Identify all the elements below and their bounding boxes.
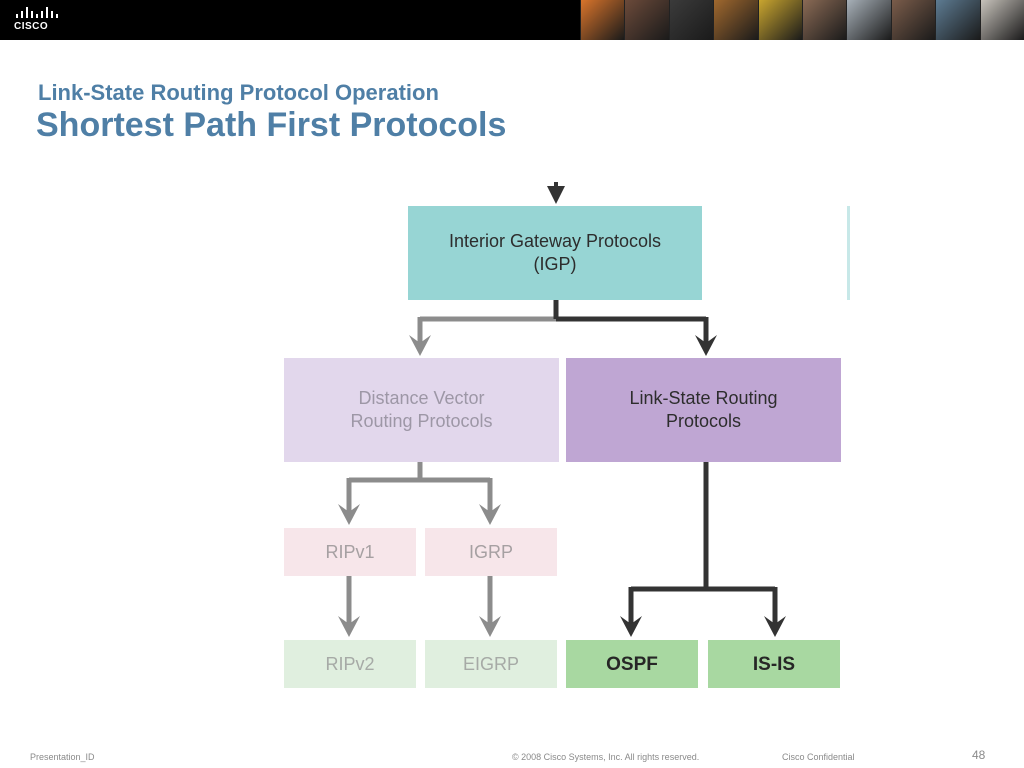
igp-edge-decoration <box>847 206 850 300</box>
logo-text: CISCO <box>14 21 49 32</box>
header-photo <box>802 0 847 40</box>
igp-connector <box>409 300 717 356</box>
igrp-arrow <box>479 576 501 637</box>
top-arrow <box>547 182 565 204</box>
distance-vector-box: Distance Vector Routing Protocols <box>284 358 559 462</box>
photo-strip <box>580 0 1024 40</box>
dv-line2: Routing Protocols <box>350 411 493 431</box>
header-photo <box>979 0 1024 40</box>
igp-line1: Interior Gateway Protocols <box>448 231 662 251</box>
ospf-box: OSPF <box>566 640 698 688</box>
ls-line2: Protocols <box>665 411 742 431</box>
eigrp-box: EIGRP <box>425 640 557 688</box>
header-photo <box>668 0 714 40</box>
header-photo <box>890 0 936 40</box>
slide-title: Shortest Path First Protocols <box>36 106 507 144</box>
slide-subtitle: Link-State Routing Protocol Operation <box>38 80 439 105</box>
igp-line2: (IGP) <box>533 254 577 274</box>
page-number: 48 <box>972 748 986 762</box>
footer-confidential: Cisco Confidential <box>782 752 855 762</box>
ripv1-box: RIPv1 <box>284 528 416 576</box>
igp-box: Interior Gateway Protocols (IGP) <box>408 206 702 300</box>
header-photo <box>713 0 758 40</box>
footer-presentation-id: Presentation_ID <box>30 752 95 762</box>
header-photo <box>846 0 891 40</box>
footer-copyright: © 2008 Cisco Systems, Inc. All rights re… <box>512 752 700 762</box>
ls-line1: Link-State Routing <box>629 388 778 408</box>
header-photo <box>580 0 625 40</box>
cisco-bars-icon <box>14 6 58 18</box>
isis-box: IS-IS <box>708 640 840 688</box>
ripv2-box: RIPv2 <box>284 640 416 688</box>
header-photo <box>757 0 803 40</box>
rip-arrow <box>338 576 360 637</box>
header-banner: CISCO <box>0 0 1024 40</box>
cisco-logo: CISCO <box>14 6 58 34</box>
header-photo <box>935 0 980 40</box>
ls-connector <box>620 462 786 637</box>
igrp-box: IGRP <box>425 528 557 576</box>
dv-connector <box>338 462 501 525</box>
header-photo <box>624 0 669 40</box>
link-state-box: Link-State Routing Protocols <box>566 358 841 462</box>
dv-line1: Distance Vector <box>358 388 485 408</box>
